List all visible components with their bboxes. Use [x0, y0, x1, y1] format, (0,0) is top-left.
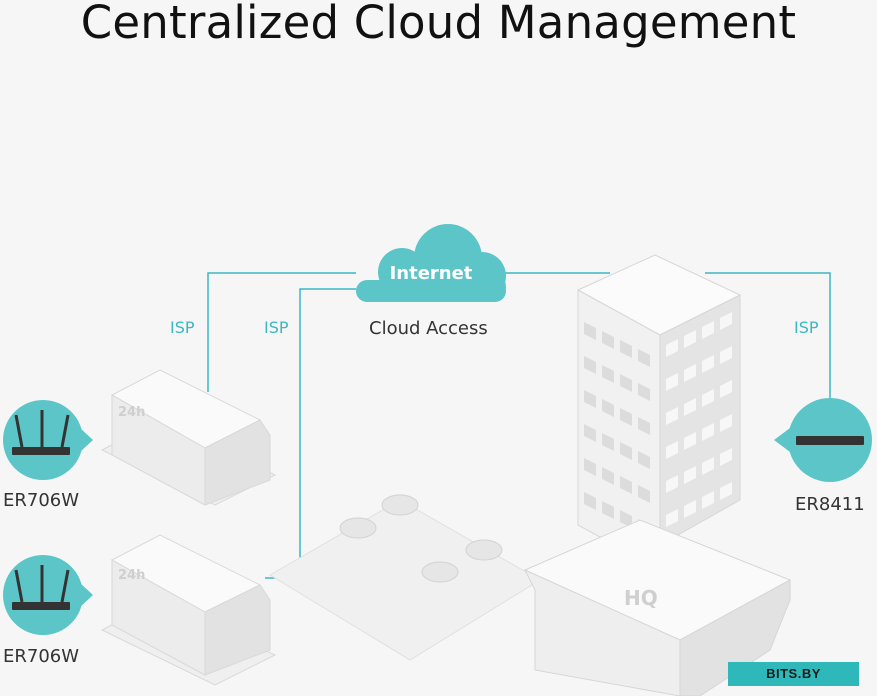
hq-windows	[584, 312, 732, 537]
window	[666, 475, 678, 493]
window	[602, 467, 614, 485]
window	[620, 408, 632, 426]
store-building-top	[100, 369, 277, 506]
store-building-bottom	[100, 534, 277, 686]
window	[702, 389, 714, 407]
window	[638, 485, 650, 503]
window	[638, 349, 650, 367]
isp-label-left: ISP	[170, 318, 195, 337]
window	[602, 501, 614, 519]
window	[620, 340, 632, 358]
watermark-badge: BITS.BY	[728, 662, 859, 686]
window	[720, 312, 732, 330]
device-label-bottom-left: ER706W	[3, 646, 80, 667]
window	[584, 424, 596, 442]
window	[620, 476, 632, 494]
window	[638, 383, 650, 401]
window	[702, 355, 714, 373]
page-title: Centralized Cloud Management	[80, 0, 797, 49]
link-hq-router	[705, 272, 831, 400]
window	[602, 399, 614, 417]
isp-label-right: ISP	[794, 318, 819, 337]
window	[584, 356, 596, 374]
window	[702, 423, 714, 441]
window	[638, 451, 650, 469]
window	[620, 442, 632, 460]
umbrella-icon	[339, 494, 503, 583]
window	[584, 390, 596, 408]
window	[620, 374, 632, 392]
window	[720, 380, 732, 398]
cloud-access-caption: Cloud Access	[369, 318, 488, 339]
window	[720, 482, 732, 500]
window	[584, 458, 596, 476]
router-bubble-bottom-left	[3, 555, 93, 635]
window	[684, 398, 696, 416]
window	[684, 330, 696, 348]
window	[720, 448, 732, 466]
window	[684, 500, 696, 518]
hq-lobby	[523, 519, 792, 696]
window	[666, 373, 678, 391]
window	[602, 433, 614, 451]
window	[602, 365, 614, 383]
window	[666, 339, 678, 357]
window	[702, 321, 714, 339]
window	[702, 491, 714, 509]
window	[684, 364, 696, 382]
window	[684, 466, 696, 484]
window	[602, 331, 614, 349]
window	[720, 346, 732, 364]
isp-label-mid: ISP	[264, 318, 289, 337]
device-label-right: ER8411	[795, 494, 865, 515]
store-sign-bottom: 24h	[118, 568, 146, 583]
hq-tower	[576, 254, 742, 571]
window	[638, 417, 650, 435]
window	[584, 492, 596, 510]
window	[666, 509, 678, 527]
hq-sign: HQ	[624, 586, 658, 610]
window	[584, 322, 596, 340]
window	[666, 441, 678, 459]
window	[620, 510, 632, 528]
window	[666, 407, 678, 425]
plaza	[269, 499, 541, 661]
internet-cloud-icon	[356, 224, 506, 302]
window	[702, 457, 714, 475]
router-bubble-top-left	[3, 400, 93, 480]
link-store-top	[207, 272, 356, 392]
window	[720, 414, 732, 432]
device-label-top-left: ER706W	[3, 490, 80, 511]
store-sign-top: 24h	[118, 405, 146, 420]
window	[684, 432, 696, 450]
router-bubble-right	[774, 398, 872, 482]
internet-label: Internet	[389, 263, 473, 284]
